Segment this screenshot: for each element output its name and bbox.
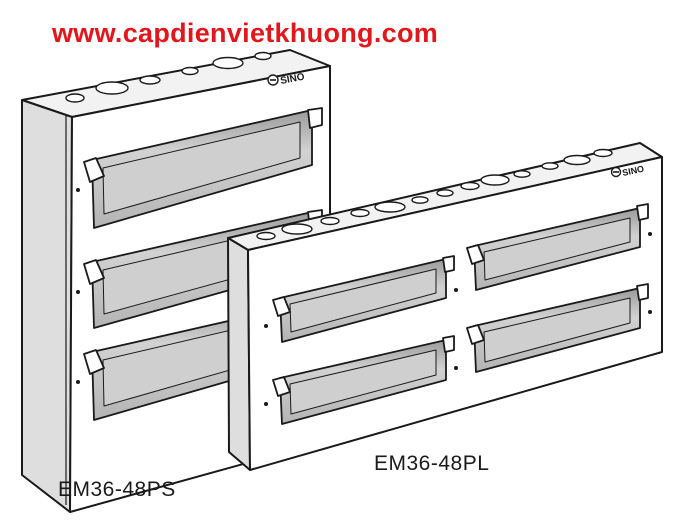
- pl-knockout-holes: [256, 148, 613, 241]
- model-label-em36-48pl: EM36-48PL: [374, 452, 490, 475]
- ps-row-1: [76, 107, 323, 229]
- pl-row-2-right: [466, 283, 649, 373]
- pl-sino-logo: SINO: [610, 164, 645, 178]
- pl-logo-text: SINO: [621, 164, 645, 178]
- ps-side-face: [21, 99, 73, 513]
- pl-side-face: [227, 237, 251, 471]
- pl-breaker-rows: [264, 203, 652, 425]
- pl-row-1-right: [466, 203, 649, 291]
- ps-knockout-holes: [65, 51, 272, 103]
- ps-sino-logo: SINO: [267, 71, 306, 87]
- model-label-em36-48ps: EM36-48PS: [58, 478, 176, 501]
- pl-row-1-left: [272, 255, 455, 343]
- ps-logo-text: SINO: [279, 71, 305, 87]
- website-watermark: www.capdienvietkhuong.com: [52, 18, 439, 48]
- pl-row-2-left: [272, 335, 455, 425]
